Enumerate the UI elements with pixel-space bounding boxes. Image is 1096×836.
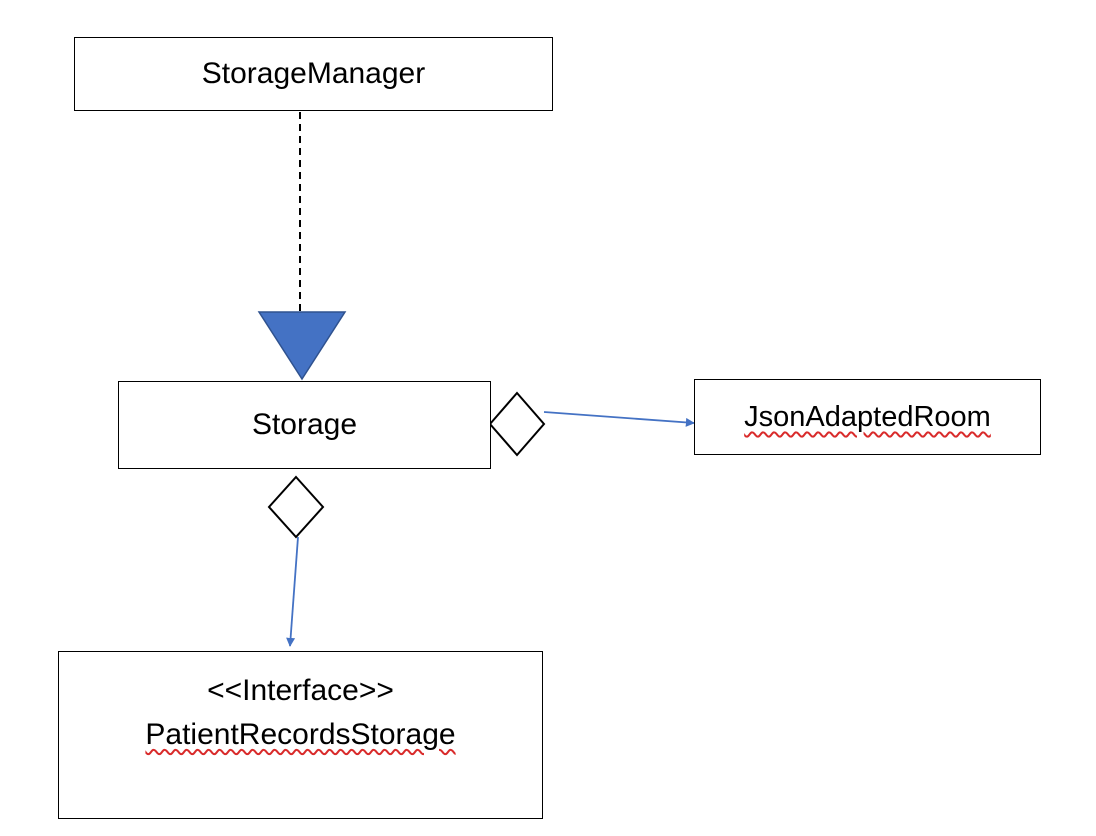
class-name-storage-manager: StorageManager [201, 57, 426, 91]
class-storage: Storage [118, 381, 491, 469]
class-json-adapted-room: JsonAdaptedRoom [694, 379, 1041, 455]
aggregation-line-json [543, 411, 695, 427]
aggregation-diamond-right [488, 391, 546, 457]
class-name-json-adapted-room: JsonAdaptedRoom [744, 400, 991, 433]
realization-triangle [257, 311, 347, 381]
aggregation-diamond-bottom [267, 475, 325, 539]
interface-stereotype: <<Interface>> [207, 674, 394, 707]
class-name-storage: Storage [251, 408, 358, 442]
aggregation-line-patient [286, 536, 299, 647]
class-storage-manager: StorageManager [74, 37, 553, 111]
class-patient-records-storage: <<Interface>> PatientRecordsStorage [58, 651, 543, 819]
class-name-patient-records-storage: PatientRecordsStorage [145, 717, 456, 751]
